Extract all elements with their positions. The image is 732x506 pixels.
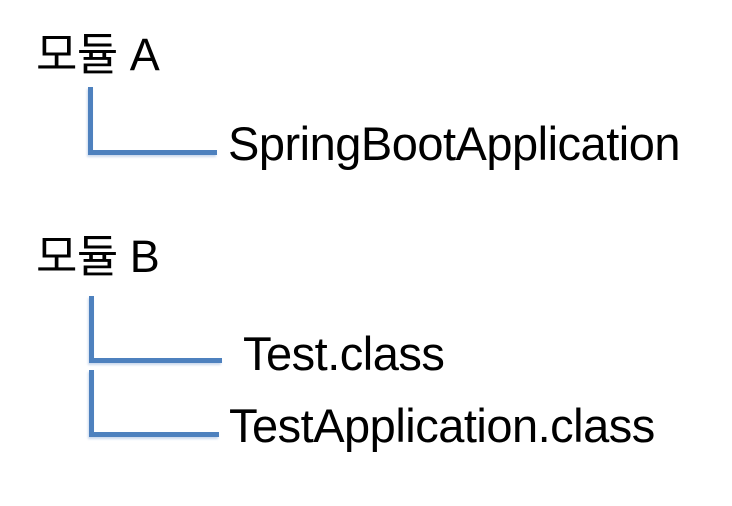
module-b-label: 모듈 B: [36, 231, 160, 282]
tree-connector: [89, 370, 219, 437]
tree-connector: [88, 87, 217, 155]
module-a-label: 모듈 A: [36, 29, 160, 80]
tree-connector: [89, 296, 222, 363]
module-a-child-label: SpringBootApplication: [228, 117, 680, 170]
module-b-child-label: TestApplication.class: [229, 399, 655, 452]
module-b-child-label: Test.class: [243, 327, 445, 380]
